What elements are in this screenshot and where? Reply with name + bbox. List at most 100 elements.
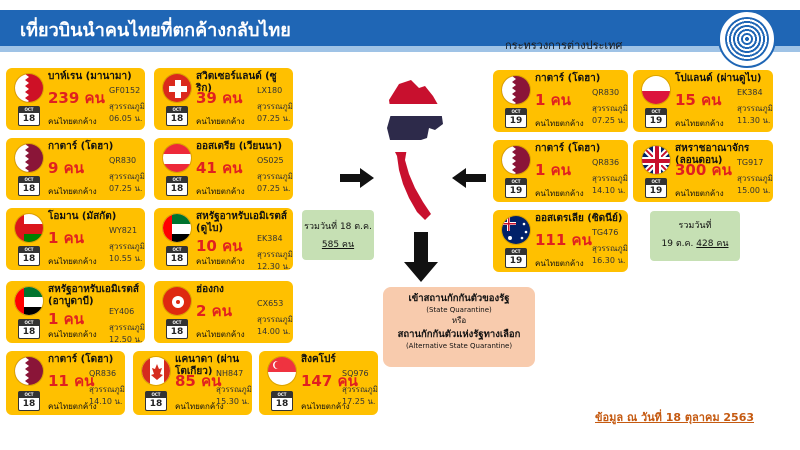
calendar-icon: OCT 18 <box>18 246 40 266</box>
passenger-count: 41 คน <box>196 159 243 177</box>
singapore-flag-icon <box>267 356 297 386</box>
country-name: แคนาดา (ผ่านโตเกียว) <box>175 354 240 377</box>
airport-name: สุวรรณภูมิ <box>737 174 773 183</box>
qatar-flag-icon <box>14 143 44 173</box>
airport-name: สุวรรณภูมิ <box>109 242 145 251</box>
calendar-icon: OCT 18 <box>18 391 40 411</box>
airport-name: สุวรรณภูมิ <box>257 102 293 111</box>
arrival-time: 07.25 น. <box>592 116 626 125</box>
calendar-icon: OCT 18 <box>18 319 40 339</box>
passenger-count: 147 คน <box>301 372 358 390</box>
switzerland-flag-icon <box>162 73 192 103</box>
passenger-count: 11 คน <box>48 372 95 390</box>
passenger-count: 9 คน <box>48 159 84 177</box>
state-quarantine-thai: เข้าสถานกักกันตัวของรัฐ <box>408 293 510 304</box>
calendar-icon: OCT 19 <box>645 108 667 128</box>
country-name: สิงคโปร์ <box>301 354 336 365</box>
stranded-label: คนไทยตกค้าง <box>535 259 584 268</box>
total-box-day19: รวมวันที่ 19 ต.ค. 428 คน <box>650 211 740 261</box>
arrival-time: 10.55 น. <box>109 254 143 263</box>
alt-quarantine-en: (Alternative State Quarantine) <box>405 342 513 350</box>
stranded-label: คนไทยตกค้าง <box>48 257 97 266</box>
total-day19-count: 428 คน <box>696 239 729 249</box>
country-name: สหราชอาณาจักร (ลอนดอน) <box>675 143 750 166</box>
flight-number: OS025 <box>257 156 284 165</box>
flight-card: OCT 18 ออสเตรีย (เวียนนา) 41 คน OS025 สุ… <box>154 138 293 200</box>
stranded-label: คนไทยตกค้าง <box>301 402 350 411</box>
airport-name: สุวรรณภูมิ <box>737 104 773 113</box>
flight-card: OCT 18 แคนาดา (ผ่านโตเกียว) 85 คน NH847 … <box>133 351 252 415</box>
arrival-time: 14.10 น. <box>89 397 123 406</box>
flight-number: QR830 <box>109 156 137 165</box>
country-name: โปแลนด์ (ผ่านดูไบ) <box>675 73 762 84</box>
calendar-icon: OCT 19 <box>505 248 527 268</box>
passenger-count: 1 คน <box>48 229 84 247</box>
data-date-footer: ข้อมูล ณ วันที่ 18 ตุลาคม 2563 <box>595 411 755 424</box>
uae-flag-icon <box>14 286 44 316</box>
calendar-icon: OCT 19 <box>645 178 667 198</box>
header-bar: เที่ยวบินนำคนไทยที่ตกค้างกลับไทย <box>0 10 800 52</box>
stranded-label: คนไทยตกค้าง <box>535 119 584 128</box>
flight-number: QR836 <box>592 158 620 167</box>
flight-number: QR830 <box>592 88 620 97</box>
passenger-count: 15 คน <box>675 91 722 109</box>
country-name: กาตาร์ (โดฮา) <box>48 141 114 152</box>
stranded-label: คนไทยตกค้าง <box>535 189 584 198</box>
arrival-time: 16.30 น. <box>592 256 626 265</box>
flight-number: TG917 <box>737 158 764 167</box>
poland-flag-icon <box>641 75 671 105</box>
airport-name: สุวรรณภูมิ <box>216 385 252 394</box>
flight-number: QR836 <box>89 369 117 378</box>
arrow-down-icon <box>404 232 438 282</box>
hongkong-flag-icon <box>162 286 192 316</box>
airport-name: สุวรรณภูมิ <box>109 172 145 181</box>
country-name: ออสเตรีย (เวียนนา) <box>196 141 283 152</box>
airport-name: สุวรรณภูมิ <box>109 323 145 332</box>
airport-name: สุวรรณภูมิ <box>89 385 125 394</box>
country-name: กาตาร์ (โดฮา) <box>535 73 601 84</box>
flight-card: OCT 19 กาตาร์ (โดฮา) 1 คน QR836 สุวรรณภู… <box>493 140 628 202</box>
flight-card: OCT 18 กาตาร์ (โดฮา) 11 คน QR836 สุวรรณภ… <box>6 351 125 415</box>
stranded-label: คนไทยตกค้าง <box>175 402 224 411</box>
passenger-count: 1 คน <box>535 91 571 109</box>
flight-number: TG476 <box>592 228 619 237</box>
passenger-count: 300 คน <box>675 161 732 179</box>
flight-number: GF0152 <box>109 86 141 95</box>
airport-name: สุวรรณภูมิ <box>592 174 628 183</box>
country-name: ออสเตรเลีย (ซิดนีย์) <box>535 213 623 224</box>
flight-card: OCT 18 สหรัฐอาหรับเอมิเรตส์ (อาบูดาบี) 1… <box>6 281 145 344</box>
calendar-icon: OCT 18 <box>18 176 40 196</box>
thailand-map-icon <box>387 80 443 220</box>
airport-name: สุวรรณภูมิ <box>257 172 293 181</box>
airport-name: สุวรรณภูมิ <box>342 385 378 394</box>
flight-card: OCT 19 โปแลนด์ (ผ่านดูไบ) 15 คน EK384 สุ… <box>633 70 773 132</box>
australia-flag-icon <box>501 215 531 245</box>
calendar-icon: OCT 18 <box>18 106 40 126</box>
stranded-label: คนไทยตกค้าง <box>196 330 245 339</box>
flight-number: LX180 <box>257 86 283 95</box>
canada-flag-icon <box>141 356 171 386</box>
flight-number: EK384 <box>737 88 763 97</box>
calendar-icon: OCT 18 <box>166 106 188 126</box>
alt-quarantine-thai: สถานกักกันตัวแห่งรัฐทางเลือก <box>397 329 521 340</box>
airport-name: สุวรรณภูมิ <box>257 315 293 324</box>
airport-name: สุวรรณภูมิ <box>257 250 293 259</box>
arrival-time: 07.25 น. <box>257 114 291 123</box>
flight-number: EK384 <box>257 234 283 243</box>
country-name: กาตาร์ (โดฮา) <box>48 354 114 365</box>
arrival-time: 07.25 น. <box>257 184 291 193</box>
flight-number: CX653 <box>257 299 284 308</box>
ministry-label: กระทรวงการต่างประเทศ <box>505 39 623 52</box>
flight-number: EY406 <box>109 307 135 316</box>
passenger-count: 1 คน <box>48 310 84 328</box>
total-day18-label: รวมวันที่ 18 ต.ค. <box>304 222 372 232</box>
stranded-label: คนไทยตกค้าง <box>196 187 245 196</box>
stranded-label: คนไทยตกค้าง <box>675 119 724 128</box>
ministry-seal-icon <box>718 10 776 68</box>
state-quarantine-en: (State Quarantine) <box>426 306 492 314</box>
oman-flag-icon <box>14 213 44 243</box>
stranded-label: คนไทยตกค้าง <box>196 117 245 126</box>
page-title: เที่ยวบินนำคนไทยที่ตกค้างกลับไทย <box>20 20 291 41</box>
airport-name: สุวรรณภูมิ <box>592 104 628 113</box>
stranded-label: คนไทยตกค้าง <box>48 402 97 411</box>
